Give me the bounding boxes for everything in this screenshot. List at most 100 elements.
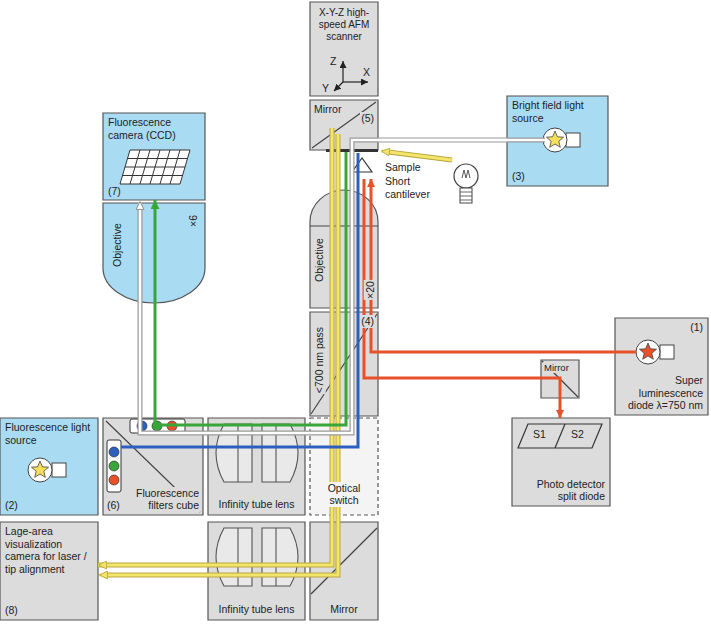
diode-split	[555, 424, 565, 448]
light-path-group	[98, 565, 208, 566]
component-label: Infinity tube lens	[216, 498, 297, 511]
box-outline	[0, 418, 98, 515]
callout-number: (3)	[511, 170, 526, 183]
light-path-group	[560, 398, 561, 418]
lamp-star	[31, 461, 48, 477]
lamp-housing	[566, 133, 580, 147]
split-diode	[518, 424, 602, 448]
callout-number: (1)	[689, 321, 704, 334]
light-path	[203, 446, 208, 449]
box-outline	[310, 2, 378, 96]
component-box: Mirror	[541, 360, 579, 398]
beam-outline	[140, 140, 545, 433]
axis-label: Z	[329, 55, 337, 68]
light-path-group	[378, 378, 541, 379]
callout-number: (7)	[107, 185, 122, 198]
light-path	[305, 564, 310, 567]
ccd-grid	[170, 150, 180, 184]
ccd-sensor	[120, 150, 190, 184]
component-box: Fluorescence light source (2)	[0, 418, 98, 515]
box-outline	[615, 318, 708, 415]
filter-dot	[109, 447, 119, 457]
cantilever-tip	[352, 158, 372, 172]
z-axis	[342, 61, 343, 82]
light-path-group	[378, 140, 507, 141]
box-outline	[310, 522, 378, 620]
component-label: Bright field light source	[511, 99, 604, 124]
component-box: Bright field light source (3)	[507, 96, 608, 186]
callout-number: (8)	[4, 604, 19, 617]
annotation: Short cantilever	[384, 175, 444, 200]
component-label: Mirror	[313, 103, 342, 116]
light-path-group	[305, 447, 310, 448]
light-path-group	[378, 352, 615, 353]
component-label: Mirror	[543, 362, 570, 373]
x-axis	[343, 81, 368, 82]
y-axis	[334, 82, 343, 91]
component-box: Optical switch	[310, 418, 378, 515]
box-outline	[512, 418, 610, 506]
light-path	[154, 200, 157, 418]
box-outline	[310, 312, 378, 416]
white-beam	[140, 140, 378, 433]
component-box: S1S2Photo detector split diode	[512, 418, 610, 506]
diode-icon	[636, 340, 660, 364]
component-box: Mirror (5)	[310, 100, 378, 150]
component-label: Objective	[313, 237, 326, 283]
component-box: Infinity tube lens	[208, 418, 305, 515]
component-box: Infinity tube lens	[208, 522, 305, 620]
bulb-base	[460, 188, 472, 203]
blue-beam	[121, 153, 358, 447]
white-beam	[507, 139, 545, 142]
component-box: Mirror	[310, 522, 378, 620]
objective-rim	[310, 225, 378, 226]
component-label: Optical switch	[312, 482, 376, 507]
connector-outline	[98, 563, 208, 568]
yellow-beam	[381, 151, 452, 160]
component-label: Mirror	[312, 603, 376, 616]
component-label: Objective	[111, 222, 124, 268]
box-outline	[507, 96, 608, 186]
light-path	[98, 564, 208, 567]
component-label: X-Y-Z high-speed AFM scanner	[312, 7, 376, 43]
ccd-grid	[150, 150, 160, 184]
connector-outline	[305, 563, 310, 568]
connector-outline	[378, 138, 507, 143]
lamp-housing	[52, 463, 66, 477]
box-outline	[310, 190, 378, 308]
box-outline	[208, 522, 305, 620]
callout-number: (5)	[360, 112, 375, 125]
component-box: Fluorescence camera (CCD)(7)	[103, 113, 205, 200]
dichroic-diagonal	[311, 314, 377, 414]
component-box: Objective ×20	[310, 190, 378, 308]
component-box: Lage-area visualization camera for laser…	[0, 522, 98, 620]
axis-label: X	[362, 66, 371, 79]
component-label: Fluorescence light source	[4, 421, 94, 446]
diode-star	[639, 343, 656, 359]
box-outline	[103, 113, 205, 200]
component-label: ×20	[364, 280, 377, 300]
component-label: Photo detector split diode	[516, 478, 606, 503]
ccd-grid	[130, 150, 140, 184]
light-path	[305, 446, 310, 449]
annotation: Sample	[384, 161, 422, 174]
green-beam	[155, 152, 346, 425]
mirror-diagonal	[311, 528, 377, 594]
component-label: Fluorescence filters cube	[122, 487, 200, 512]
component-label: S1	[532, 428, 547, 441]
callout-number: (2)	[4, 499, 19, 512]
ccd-grid	[160, 150, 170, 184]
component-label: Infinity tube lens	[216, 603, 297, 616]
bulb-thread	[460, 192, 472, 200]
component-box: (1)Super luminescence diode λ=750 nm	[615, 318, 708, 415]
axis-label: Y	[321, 82, 330, 95]
light-path	[378, 351, 615, 354]
lamp-icon	[543, 128, 567, 152]
component-box: <700 nm pass(4)	[310, 312, 378, 416]
yellow-beam	[99, 134, 338, 575]
light-path-group	[155, 200, 156, 418]
lamp-icon	[28, 458, 52, 482]
